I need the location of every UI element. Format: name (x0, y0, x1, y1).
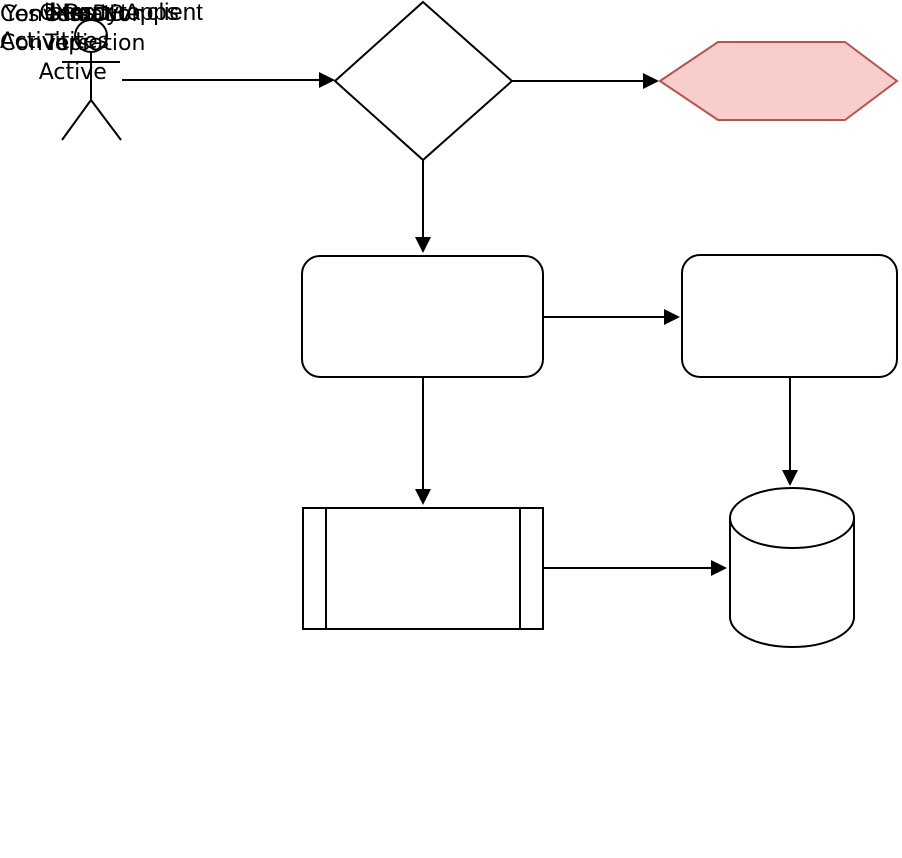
actor-right-leg-icon (90, 99, 122, 141)
label-line: Conversation (0, 31, 146, 56)
label-line: CX (39, 1, 70, 26)
label-line: Is (63, 2, 82, 27)
node-validates-diamond[interactable] (333, 0, 514, 162)
node-conversation-topic-subprocess[interactable] (302, 507, 544, 630)
actor-left-leg-icon (61, 99, 92, 141)
label-line: Active (38, 60, 107, 85)
node-cx-activities-cylinder[interactable] (729, 487, 855, 648)
cylinder-top-rim (729, 517, 855, 549)
node-conversation-topic-label: Conversation Topic (0, 0, 145, 58)
node-store-in-db-box[interactable] (681, 254, 898, 378)
label-line: Topic (45, 31, 101, 56)
subprocess-outline (302, 507, 544, 630)
edge-label-active-yes: Yes (0, 0, 44, 29)
node-is-conversation-active-box[interactable] (301, 255, 544, 378)
cylinder-body (729, 487, 855, 648)
actor-third-party-apps[interactable] (61, 19, 122, 141)
node-cx-activities-label: CX Activitites (0, 0, 109, 56)
label-line: Activitites (0, 29, 109, 54)
edge-label-text: Yes (0, 0, 44, 29)
node-is-conversation-active-label: Is Conversation Active (0, 0, 145, 87)
label-line: Conversation (0, 2, 146, 27)
node-send-error-hexagon[interactable] (658, 41, 899, 121)
